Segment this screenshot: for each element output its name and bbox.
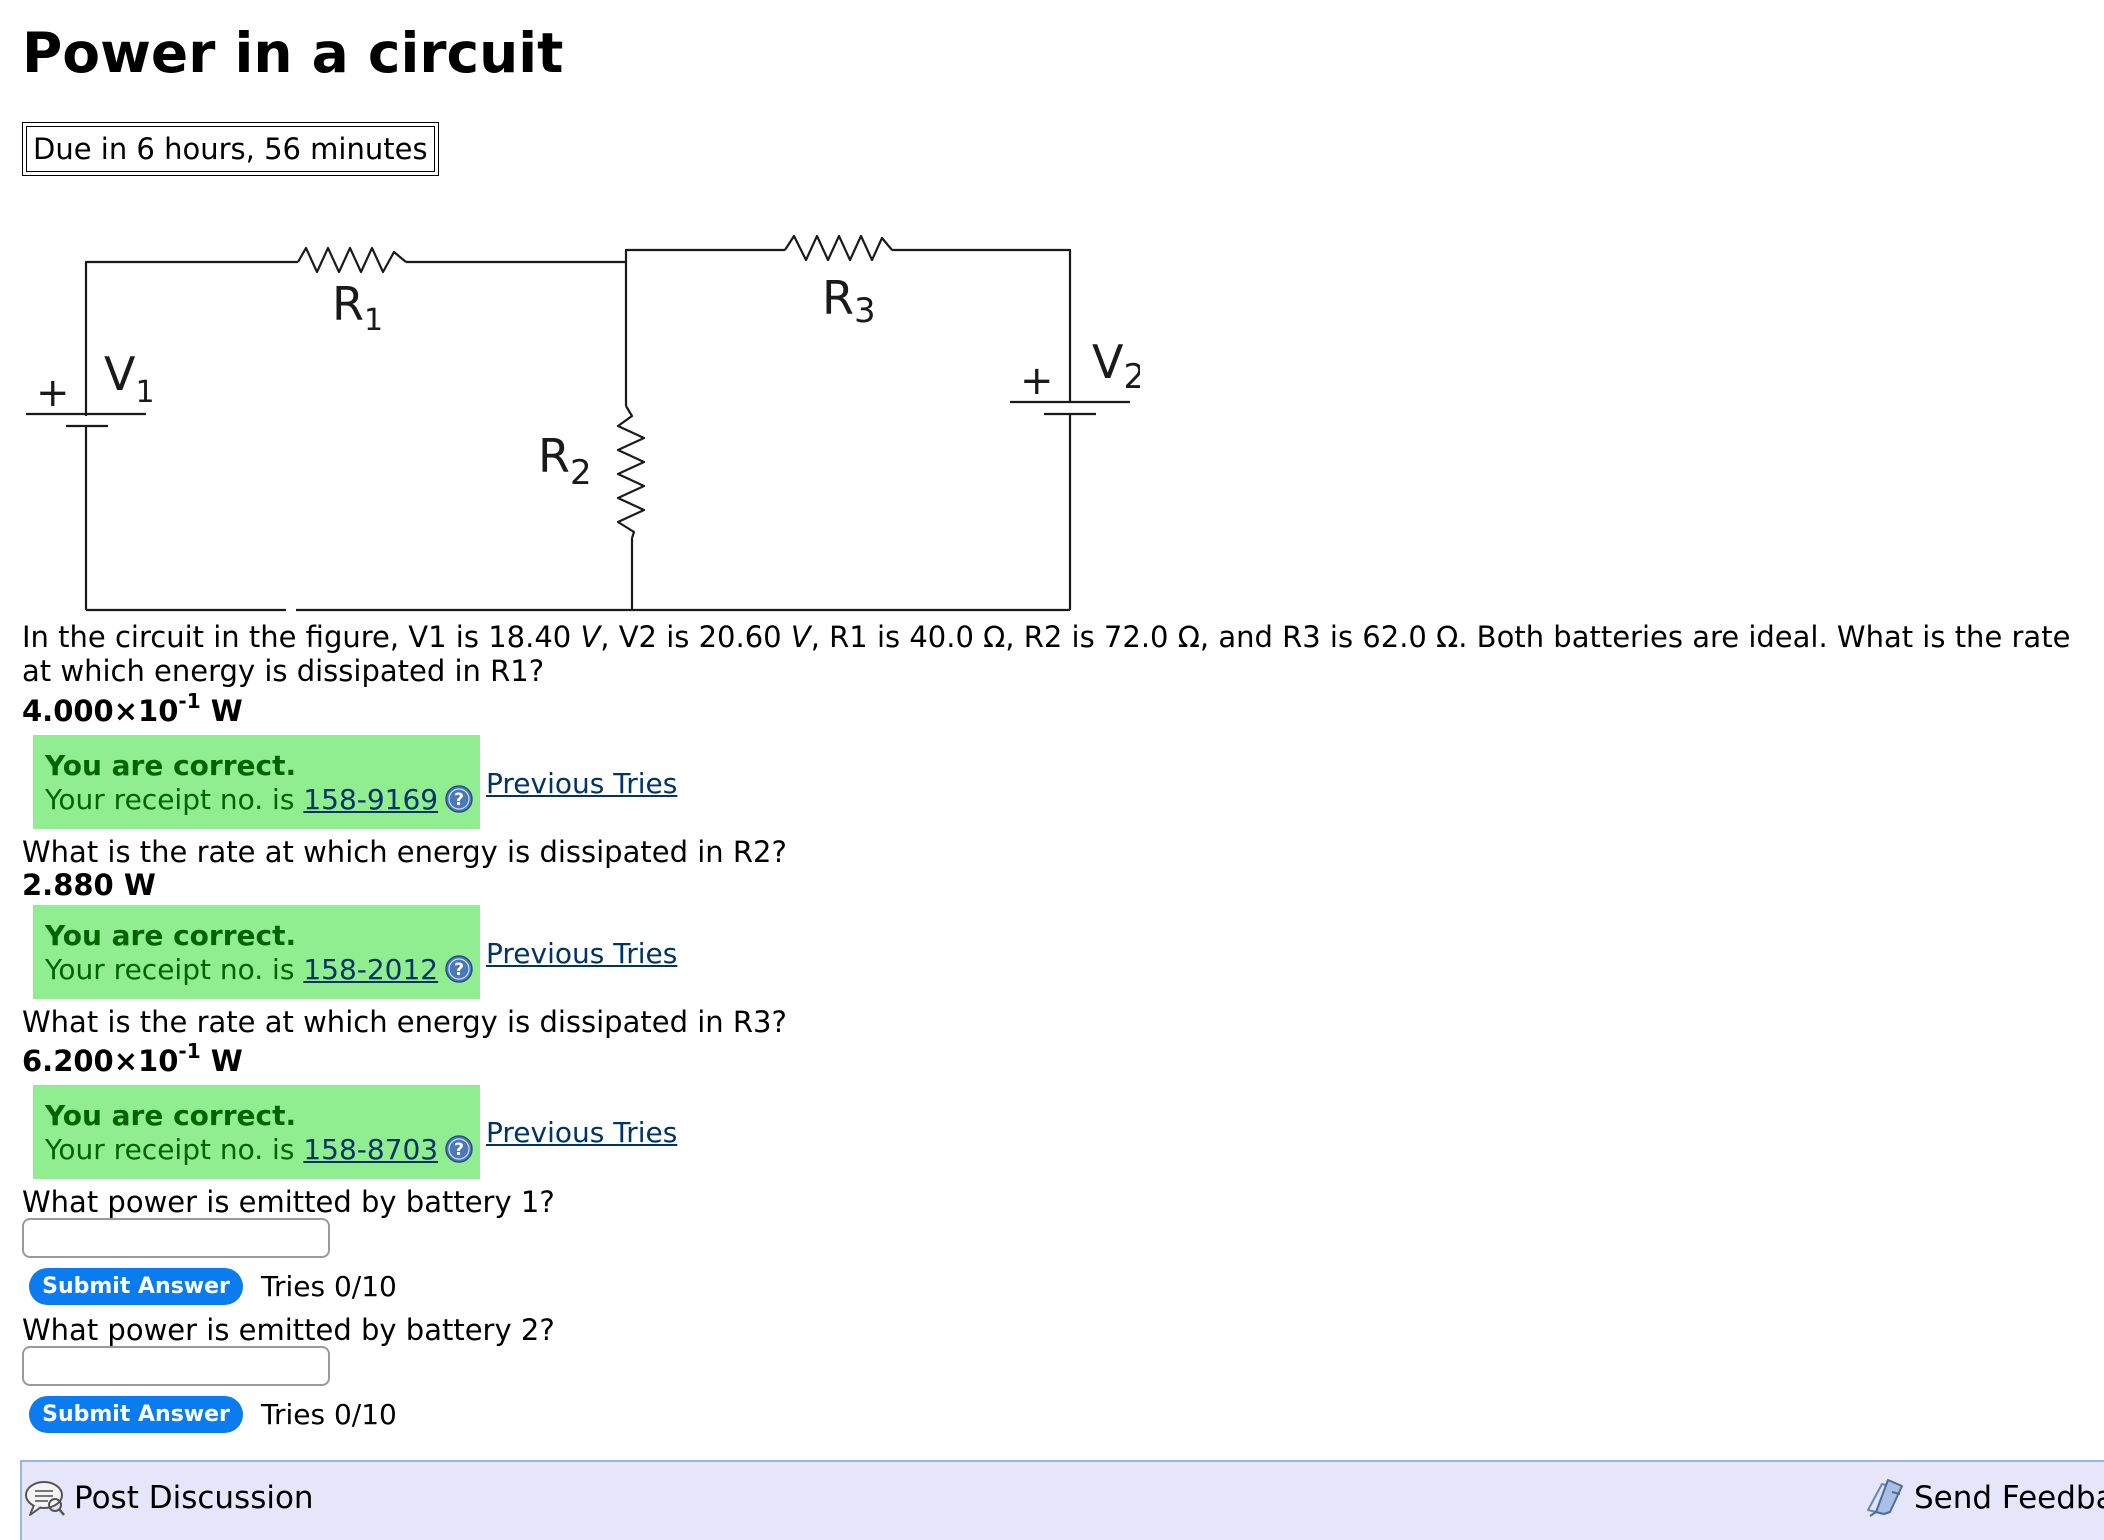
question-r2: What is the rate at which energy is diss… [22,835,787,869]
label-v1-plus: + [36,370,70,416]
feedback-pen-icon [1867,1479,1903,1517]
label-r2: R2 [538,429,592,493]
tries-counter: Tries 0/10 [261,1270,397,1303]
help-icon[interactable]: ? [444,1134,474,1164]
svg-text:?: ? [454,790,464,810]
label-r1: R1 [332,277,383,338]
wire-top-right [892,248,1072,388]
question-battery-1: What power is emitted by battery 1? [22,1185,555,1219]
post-discussion-link[interactable]: Post Discussion [22,1478,314,1518]
previous-tries-link[interactable]: Previous Tries [486,767,678,800]
answer-r2: 2.880 W [22,868,156,902]
label-v2: V2 [1092,335,1140,397]
due-date-box: Due in 6 hours, 56 minutes [22,122,439,176]
label-r3: R3 [822,271,876,331]
correct-feedback-r1: You are correct. Your receipt no. is 158… [33,735,480,829]
correct-status: You are correct. [45,1099,297,1132]
previous-tries-link[interactable]: Previous Tries [486,1116,678,1149]
submit-answer-button[interactable]: Submit Answer [29,1396,243,1433]
label-v1: V1 [104,347,155,410]
answer-r1: 4.000×10-1 W [22,689,243,728]
footer-bar: Post Discussion Send Feedback [20,1460,2104,1540]
svg-text:?: ? [454,960,464,980]
send-feedback-label: Send Feedback [1914,1480,2104,1516]
send-feedback-link[interactable]: Send Feedback [1862,1478,2104,1518]
resistor-r3 [784,234,893,262]
help-icon[interactable]: ? [444,954,474,984]
correct-feedback-r3: You are correct. Your receipt no. is 158… [33,1085,480,1179]
resistor-r1 [297,246,407,274]
circuit-figure: R1 R3 R2 V1 V2 + + [20,228,1140,618]
page-title: Power in a circuit [22,21,564,85]
post-discussion-label: Post Discussion [74,1480,314,1516]
correct-feedback-r2: You are correct. Your receipt no. is 158… [33,905,480,999]
circuit-diagram: R1 R3 R2 V1 V2 + + [26,234,1140,612]
receipt-line: Your receipt no. is 158-9169? [45,783,473,817]
question-r3: What is the rate at which energy is diss… [22,1005,787,1039]
svg-text:?: ? [454,1140,464,1160]
answer-input-battery-2[interactable] [22,1346,330,1386]
wire-top-middle [406,248,785,264]
previous-tries-link[interactable]: Previous Tries [486,937,678,970]
help-icon[interactable]: ? [444,784,474,814]
submit-answer-button[interactable]: Submit Answer [29,1268,243,1305]
problem-statement: In the circuit in the figure, V1 is 18.4… [22,620,2071,688]
answer-r3: 6.200×10-1 W [22,1039,243,1078]
answer-input-battery-1[interactable] [22,1218,330,1258]
receipt-link[interactable]: 158-2012 [303,953,439,986]
receipt-link[interactable]: 158-9169 [303,783,439,816]
label-v2-plus: + [1020,358,1054,404]
correct-status: You are correct. [45,749,297,782]
receipt-link[interactable]: 158-8703 [303,1133,439,1166]
question-battery-2: What power is emitted by battery 2? [22,1313,555,1347]
wire-top-left [84,260,298,416]
tries-counter: Tries 0/10 [261,1398,397,1431]
receipt-line: Your receipt no. is 158-2012? [45,953,473,987]
correct-status: You are correct. [45,919,297,952]
speech-bubble-icon [25,1481,65,1516]
due-date-text: Due in 6 hours, 56 minutes [26,126,435,172]
resistor-r2 [616,405,646,539]
receipt-line: Your receipt no. is 158-8703? [45,1133,473,1167]
